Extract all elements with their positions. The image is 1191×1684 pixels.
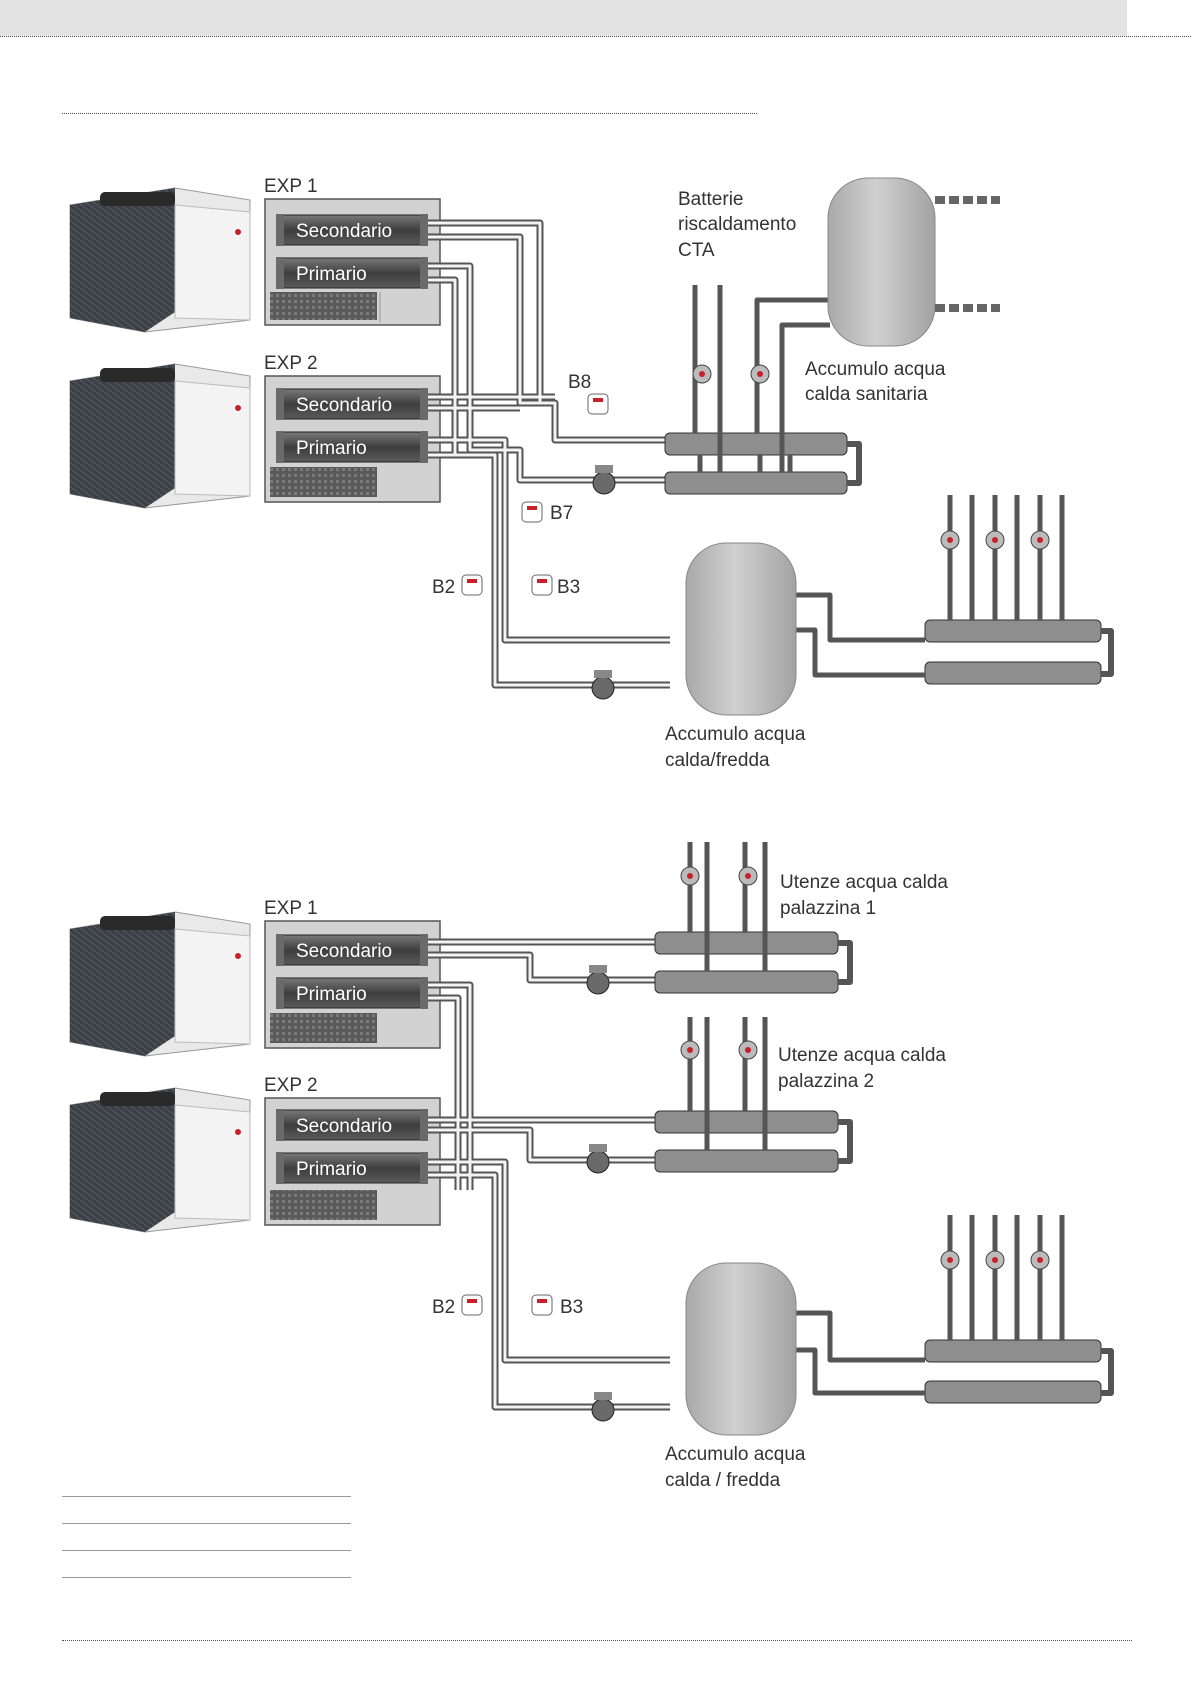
label-batterie-line1: Batterie (678, 189, 743, 210)
exp1-secondary-label-d1: Secondario (296, 221, 392, 242)
sensor-icon (588, 394, 608, 414)
exp1-primary-label-d2: Primario (296, 984, 367, 1005)
chiller-unit-2 (70, 364, 250, 508)
sensor-icon (462, 575, 482, 595)
label-tank-d2-line2: calda / fredda (665, 1470, 781, 1491)
exp2-primary-label-d1: Primario (296, 438, 367, 459)
pump-icon (681, 1041, 699, 1059)
pump-icon (592, 1392, 614, 1421)
pump-icon (693, 365, 711, 383)
sensor-icon (522, 502, 542, 522)
pump-icon (941, 531, 959, 549)
exp2-secondary-label-d1: Secondario (296, 395, 392, 416)
pump-icon (587, 965, 609, 994)
exp-module-d1-1 (265, 199, 440, 325)
chiller-unit-1 (70, 188, 250, 332)
label-acs-line1: Accumulo acqua (805, 359, 946, 380)
label-tank-d1-line1: Accumulo acqua (665, 724, 806, 745)
exp2-title-d1: EXP 2 (264, 353, 318, 374)
sensor-icon (532, 575, 552, 595)
chiller-unit-3 (70, 912, 250, 1056)
label-batterie-line2: riscaldamento (678, 214, 796, 235)
sensor-icon (532, 1295, 552, 1315)
pump-icon (1031, 1251, 1049, 1269)
pump-icon (739, 1041, 757, 1059)
pump-icon (986, 1251, 1004, 1269)
exp1-primary-label-d1: Primario (296, 264, 367, 285)
label-b2-d2: B2 (432, 1297, 455, 1318)
tank-acs (828, 178, 1000, 346)
label-batterie-line3: CTA (678, 240, 715, 261)
pump-icon (751, 365, 769, 383)
label-palazzina2-line2: palazzina 2 (778, 1071, 874, 1092)
exp2-title-d2: EXP 2 (264, 1075, 318, 1096)
label-palazzina1-line1: Utenze acqua calda (780, 872, 948, 893)
label-palazzina2-line1: Utenze acqua calda (778, 1045, 946, 1066)
pump-icon (941, 1251, 959, 1269)
label-b7: B7 (550, 503, 573, 524)
label-b3-d1: B3 (557, 577, 580, 598)
pump-icon (681, 867, 699, 885)
label-b2-d1: B2 (432, 577, 455, 598)
exp1-title-d1: EXP 1 (264, 176, 318, 197)
pump-icon (593, 465, 615, 494)
label-palazzina1-line2: palazzina 1 (780, 898, 876, 919)
pump-icon (592, 670, 614, 699)
label-tank-d1-line2: calda/fredda (665, 750, 770, 771)
exp2-secondary-label-d2: Secondario (296, 1116, 392, 1137)
exp1-secondary-label-d2: Secondario (296, 941, 392, 962)
exp1-title-d2: EXP 1 (264, 898, 318, 919)
pump-icon (986, 531, 1004, 549)
sensor-icon (462, 1295, 482, 1315)
chiller-unit-4 (70, 1088, 250, 1232)
tank-hot-cold-1 (686, 543, 796, 715)
label-tank-d2-line1: Accumulo acqua (665, 1444, 806, 1465)
pump-icon (1031, 531, 1049, 549)
label-b3-d2: B3 (560, 1297, 583, 1318)
tank-hot-cold-2 (686, 1263, 796, 1435)
label-acs-line2: calda sanitaria (805, 384, 928, 405)
exp2-primary-label-d2: Primario (296, 1159, 367, 1180)
label-b8: B8 (568, 372, 591, 393)
pump-icon (739, 867, 757, 885)
pump-icon (587, 1144, 609, 1173)
